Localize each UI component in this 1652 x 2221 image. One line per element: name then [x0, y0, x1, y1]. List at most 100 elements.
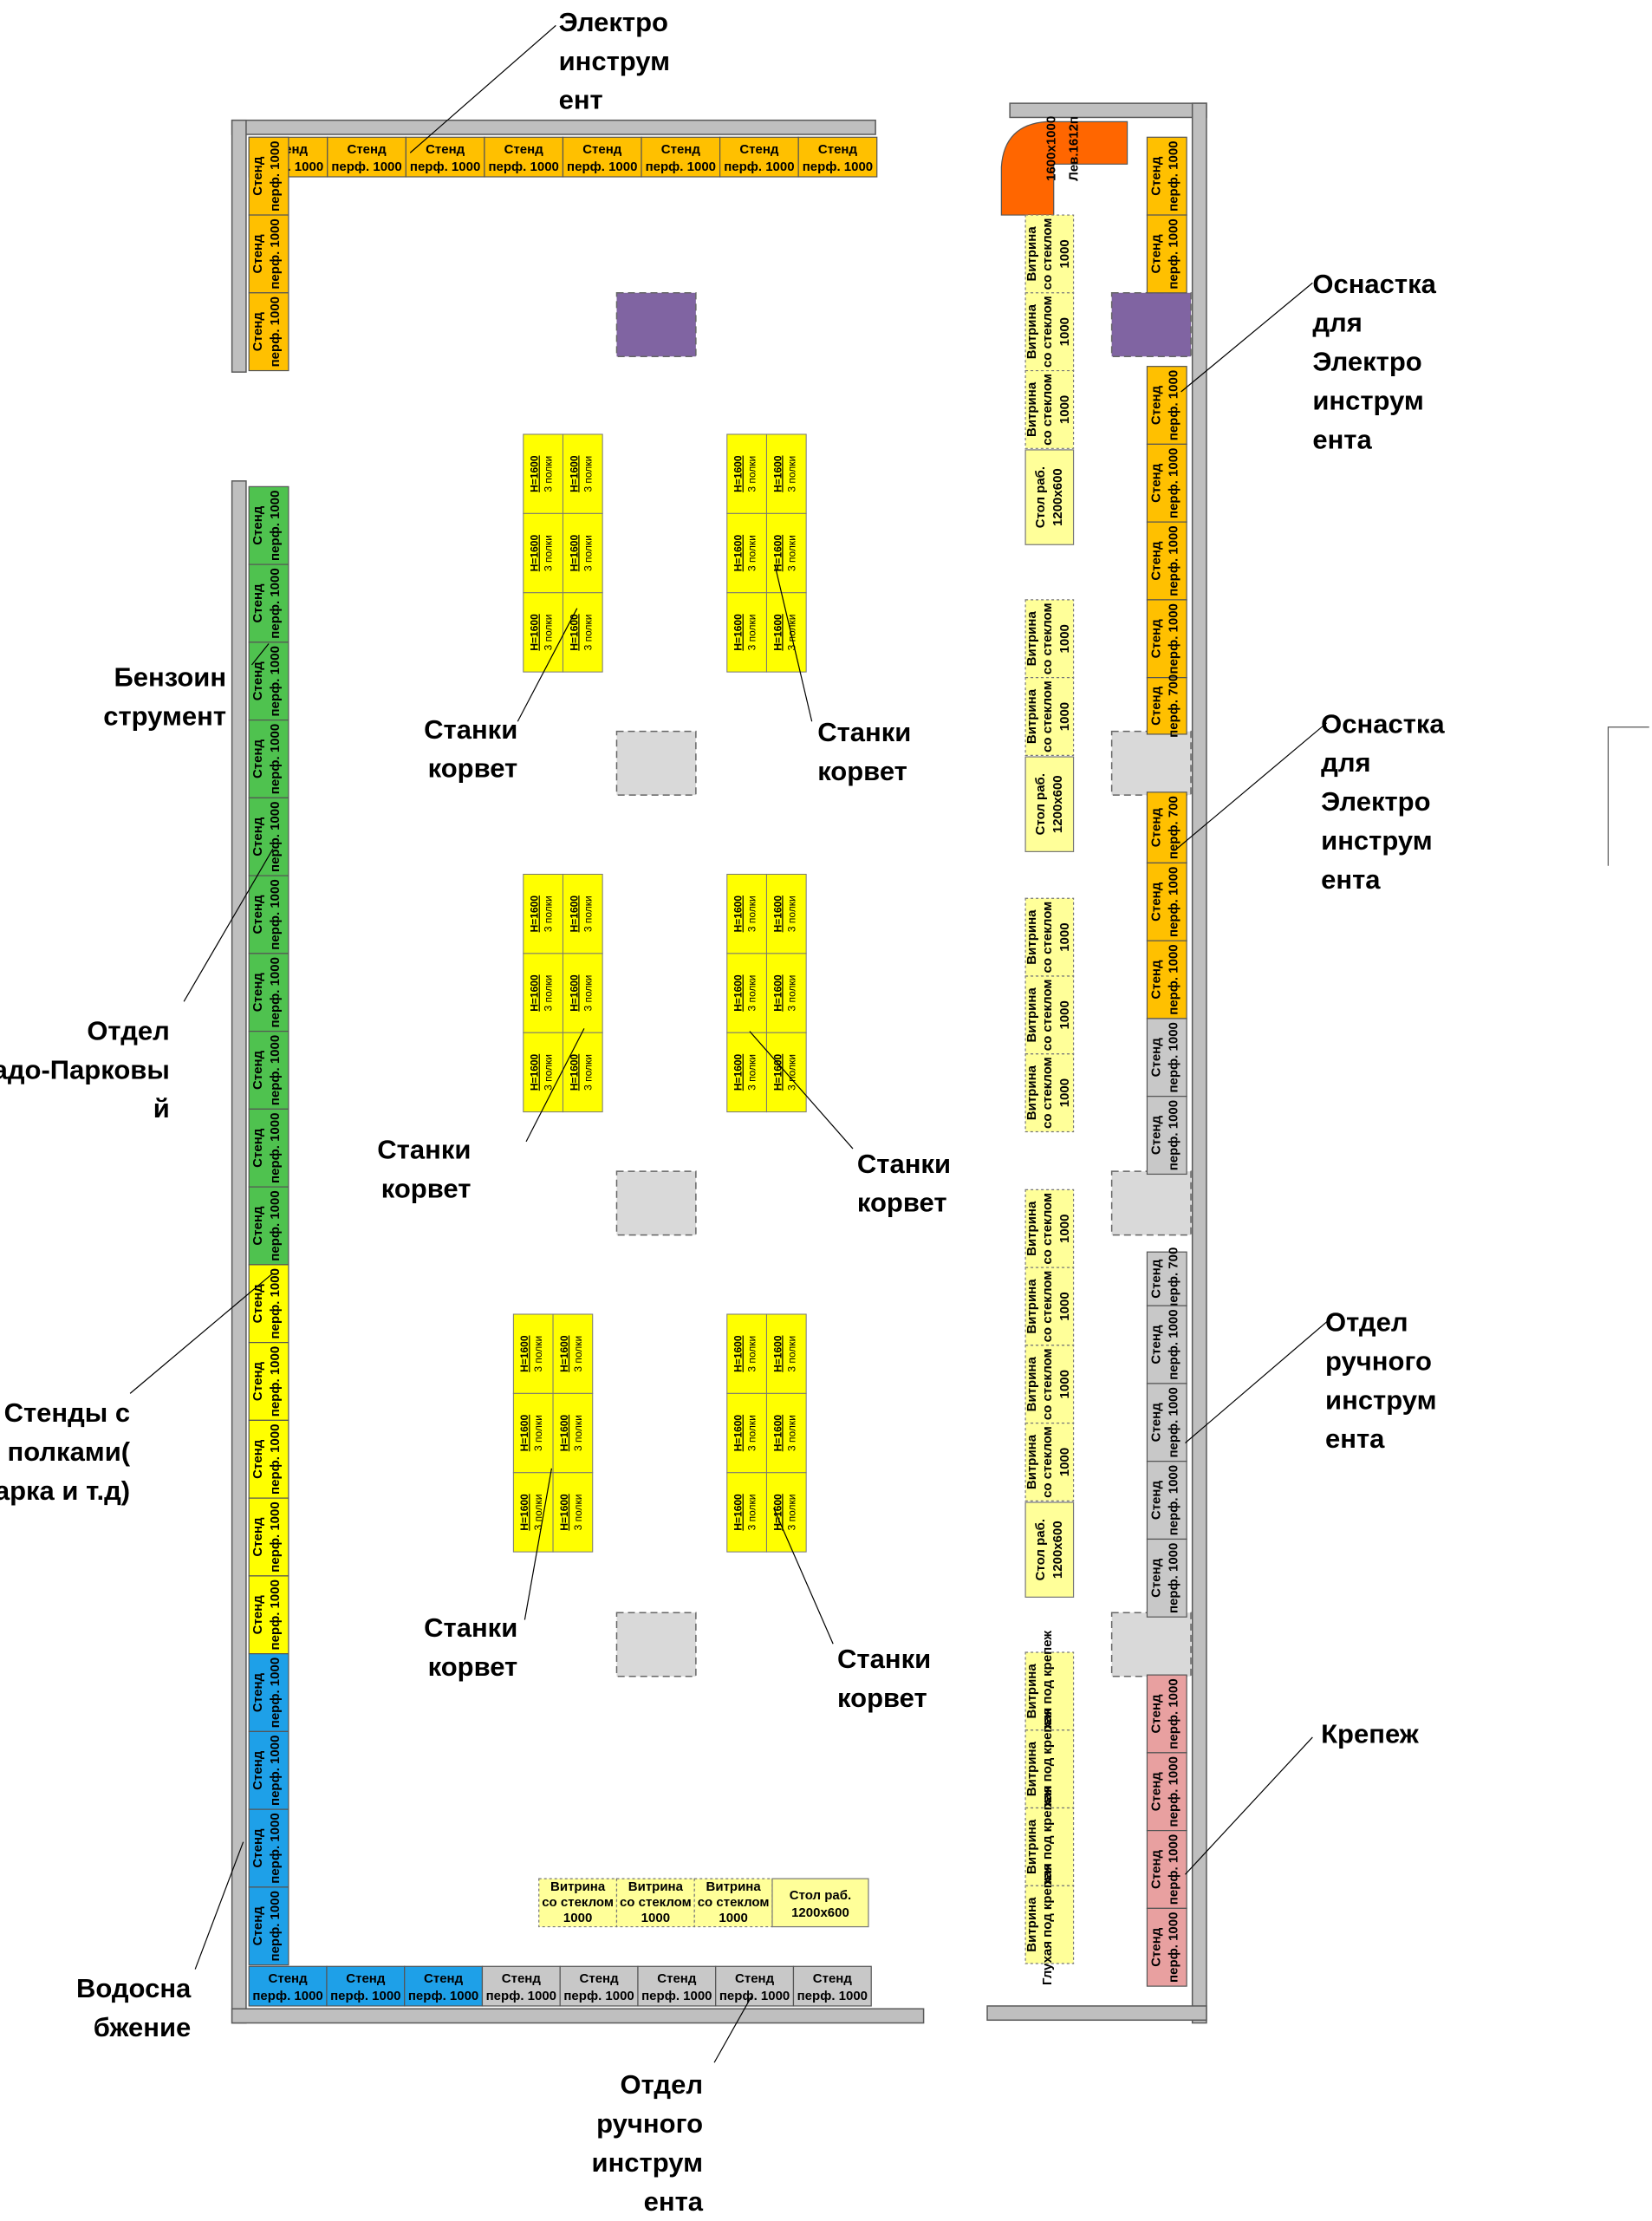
- support-column: [1110, 1612, 1192, 1677]
- rack-shelves: 3 полки: [582, 1054, 594, 1091]
- rack-rect: [765, 1313, 807, 1394]
- stand-size: перф. 1000: [331, 160, 401, 174]
- table-size: 1200х600: [1050, 775, 1065, 833]
- wall: [231, 119, 876, 135]
- stand-rect: [562, 136, 642, 178]
- label-line: корвет: [857, 1188, 947, 1218]
- stand-rect: [1146, 136, 1187, 216]
- stand-label: Стенд: [580, 1971, 620, 1986]
- rack-shelves: 3 полки: [543, 614, 555, 650]
- rack-shelves: 3 полки: [582, 614, 594, 650]
- purple-column: [615, 292, 697, 357]
- stand-size: перф. 1000: [1166, 1543, 1180, 1613]
- showcase-size: 1000: [1057, 1292, 1072, 1320]
- rack-shelves: 3 полки: [746, 975, 758, 1012]
- stand-size: перф. 700: [1166, 796, 1180, 859]
- rack-rect: [552, 1472, 594, 1553]
- showcase-size: 1000: [1057, 1448, 1072, 1476]
- label-line: Станки: [857, 1149, 951, 1179]
- label-line: инструм: [559, 46, 671, 76]
- stand-size: перф. 1000: [724, 160, 794, 174]
- label-line: ента: [1321, 864, 1381, 895]
- stand-rect: [1146, 443, 1187, 523]
- rack-rect: [562, 953, 603, 1033]
- rack-rect: [726, 1313, 767, 1394]
- stand-size: перф. 1000: [1166, 448, 1180, 518]
- stand-label: Стенд: [250, 817, 265, 856]
- stand-size: перф. 1000: [268, 1658, 283, 1728]
- stand-size: перф. 1000: [268, 1736, 283, 1806]
- stand-size: перф. 1000: [1166, 1022, 1180, 1092]
- stand-size: перф. 1000: [1166, 1678, 1180, 1749]
- stand-label: Стенд: [250, 1750, 265, 1790]
- showcase-size: 1000: [1057, 395, 1072, 424]
- rack-shelves: 3 полки: [532, 1336, 544, 1372]
- table-label: Стол раб.: [1033, 1519, 1048, 1580]
- rack-shelves: 3 полки: [746, 1054, 758, 1091]
- label-line: Станки: [817, 717, 911, 747]
- leader-line: [129, 1273, 274, 1394]
- rack-rect: [726, 1032, 767, 1113]
- stand-label: Стенд: [250, 312, 265, 352]
- rack-shelves: 3 полки: [785, 975, 797, 1012]
- showcase-label: со стеклом: [1040, 1426, 1055, 1498]
- stand-label: Стенд: [250, 1906, 265, 1946]
- stand-size: перф. 1000: [268, 296, 283, 367]
- rack-rect: [726, 433, 767, 514]
- stand-label: Стенд: [250, 583, 265, 623]
- stand-rect: [1146, 862, 1187, 941]
- rack-rect: [765, 1032, 807, 1113]
- rack-rect: [523, 433, 563, 514]
- rack-shelves: 3 полки: [532, 1415, 544, 1451]
- wall: [231, 119, 247, 373]
- label-line: ручного: [596, 2108, 703, 2139]
- stand-label: Стенд: [1148, 385, 1163, 425]
- columns: [615, 292, 1192, 1677]
- stand-rect: [1146, 1538, 1187, 1618]
- stand-label: Стенд: [424, 1971, 464, 1986]
- stand-label: Стенд: [818, 142, 858, 157]
- stand-rect: [715, 1965, 795, 2007]
- showcase-size: 1000: [1057, 1215, 1072, 1243]
- showcase-size: 1000: [1057, 624, 1072, 653]
- label-line: Станки: [424, 1612, 517, 1643]
- stand-rect: [1146, 1752, 1187, 1832]
- stand-label: Стенд: [250, 1672, 265, 1712]
- table-rect: [1024, 756, 1075, 852]
- label-line: бжение: [94, 2012, 192, 2042]
- rack-height: Н=1600: [771, 974, 784, 1012]
- stand-label: Стенд: [269, 1971, 309, 1986]
- table-rect: [771, 1878, 869, 1928]
- rack-shelves: 3 полки: [582, 975, 594, 1012]
- stand-label: Стенд: [1148, 1116, 1163, 1156]
- showcase-label: Витрина: [1024, 688, 1039, 744]
- rack-shelves: 3 полки: [582, 896, 594, 932]
- stand-label: Стенд: [1148, 1259, 1163, 1299]
- stand-label: Стенд: [1148, 463, 1163, 503]
- showcase-size: 1000: [719, 1911, 747, 1925]
- stand-size: перф. 1000: [1166, 1912, 1180, 1983]
- rack-rect: [552, 1313, 594, 1394]
- showcase-rect: [1024, 1189, 1075, 1268]
- work-table: Стол раб.1200х600: [1024, 1501, 1075, 1598]
